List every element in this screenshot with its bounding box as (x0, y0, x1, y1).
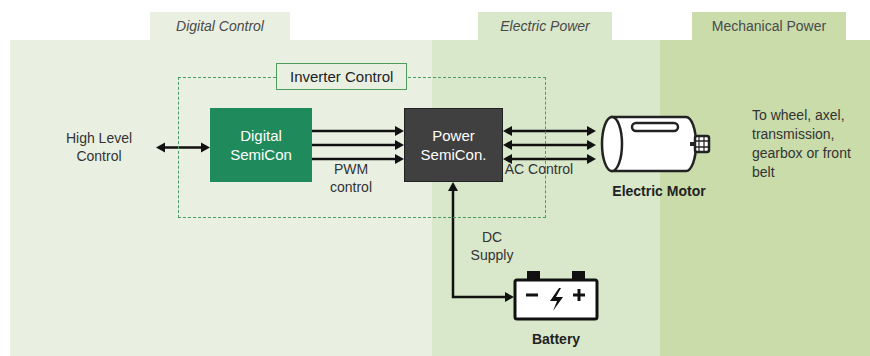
node-label: Mechanical Power (712, 18, 826, 34)
connector (156, 143, 210, 153)
note-text: To wheel, axel, transmission, gearbox or… (752, 106, 862, 182)
connector (448, 182, 514, 302)
signal-label: AC Control (504, 160, 574, 178)
arrow-head (505, 292, 514, 302)
node-label: Power SemiCon. (409, 126, 498, 164)
arrow-head (395, 140, 404, 150)
connector (503, 126, 596, 164)
motor-node: Electric Motor (594, 110, 724, 202)
node-label: Electric Motor (612, 183, 705, 199)
arrow-head (395, 126, 404, 136)
section-tab: Digital Control (150, 12, 290, 40)
connector-line (162, 146, 204, 149)
arrow-head (448, 182, 458, 191)
process-box: Power SemiCon. (404, 108, 503, 182)
control-source: High Level Control (46, 124, 152, 170)
signal-label: PWM control (318, 160, 384, 196)
node-label: Digital Control (176, 18, 264, 34)
signal-label: DC Supply (460, 228, 524, 264)
connector (312, 126, 404, 164)
motor-illustration (598, 112, 720, 178)
section-tab: Mechanical Power (692, 12, 846, 40)
connector-line (312, 158, 398, 161)
battery-node: Battery (506, 266, 606, 350)
process-box: Digital SemiCon (210, 108, 312, 182)
connector-line (509, 158, 590, 161)
group-box: Inverter ControlDigital SemiConPower Sem… (178, 77, 546, 218)
connector-line (509, 144, 590, 147)
arrow-head (201, 143, 210, 153)
arrow-head (587, 126, 596, 136)
connector-line (509, 130, 590, 133)
section-tab: Electric Power (478, 12, 612, 40)
arrow-head (503, 140, 512, 150)
arrow-head (395, 154, 404, 164)
node-label: Electric Power (500, 18, 589, 34)
connector-line (312, 130, 398, 133)
arrow-head (587, 140, 596, 150)
node-label: High Level Control (46, 129, 152, 165)
node-label: Inverter Control (276, 63, 407, 90)
node-label: Digital SemiCon (214, 126, 308, 164)
arrow-head (156, 143, 165, 153)
node-label: Battery (532, 331, 580, 347)
battery-illustration (512, 268, 600, 322)
arrow-head (587, 154, 596, 164)
connector-line (312, 144, 398, 147)
arrow-head (503, 126, 512, 136)
